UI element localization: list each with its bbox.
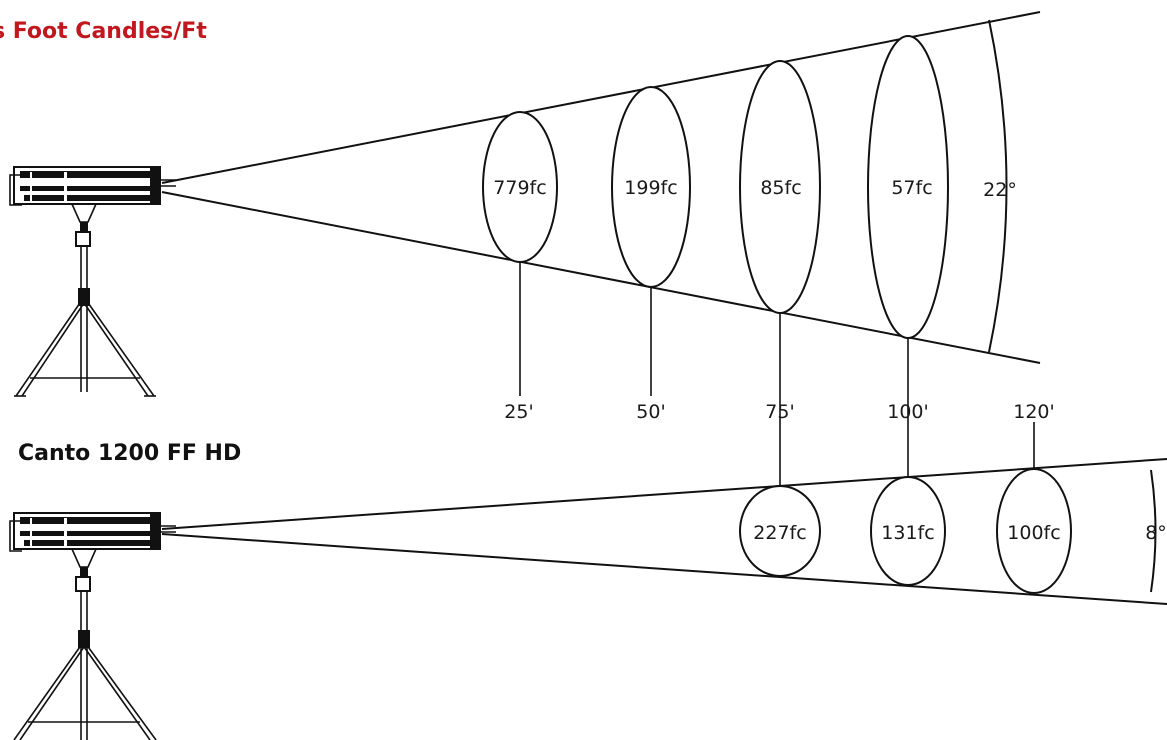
bottom-beam xyxy=(161,458,1167,605)
beam-ellipse-75ft xyxy=(739,60,821,314)
reading-120ft-narrow: 100fc xyxy=(1007,522,1060,544)
reading-75ft: 85fc xyxy=(760,177,801,199)
reading-50ft: 199fc xyxy=(624,177,677,199)
followspot-bottom-icon xyxy=(9,512,176,740)
top-beam-angle: 22° xyxy=(983,179,1017,201)
followspot-top-icon xyxy=(9,166,176,397)
distance-100: 100' xyxy=(887,401,929,423)
distance-75: 75' xyxy=(765,401,794,423)
distance-25: 25' xyxy=(504,401,533,423)
reading-100ft-narrow: 131fc xyxy=(881,522,934,544)
page-title: s Foot Candles/Ft xyxy=(0,19,207,44)
beam-ellipse-25ft xyxy=(482,111,558,263)
beam-ellipse-50ft xyxy=(611,86,691,288)
beam-ellipse-100ft xyxy=(867,35,949,339)
reading-75ft-narrow: 227fc xyxy=(753,522,806,544)
bottom-beam-angle: 8° xyxy=(1145,522,1167,544)
model-label: Canto 1200 FF HD xyxy=(18,441,241,466)
distance-50: 50' xyxy=(636,401,665,423)
beam-ellipse-75ft-narrow xyxy=(739,485,821,577)
beam-ellipse-100ft-narrow xyxy=(870,476,946,586)
reading-100ft: 57fc xyxy=(891,177,932,199)
reading-25ft: 779fc xyxy=(493,177,546,199)
top-beam xyxy=(161,11,1041,364)
distance-120: 120' xyxy=(1013,401,1055,423)
distance-lines xyxy=(519,262,1035,486)
beam-ellipse-120ft-narrow xyxy=(996,468,1072,594)
